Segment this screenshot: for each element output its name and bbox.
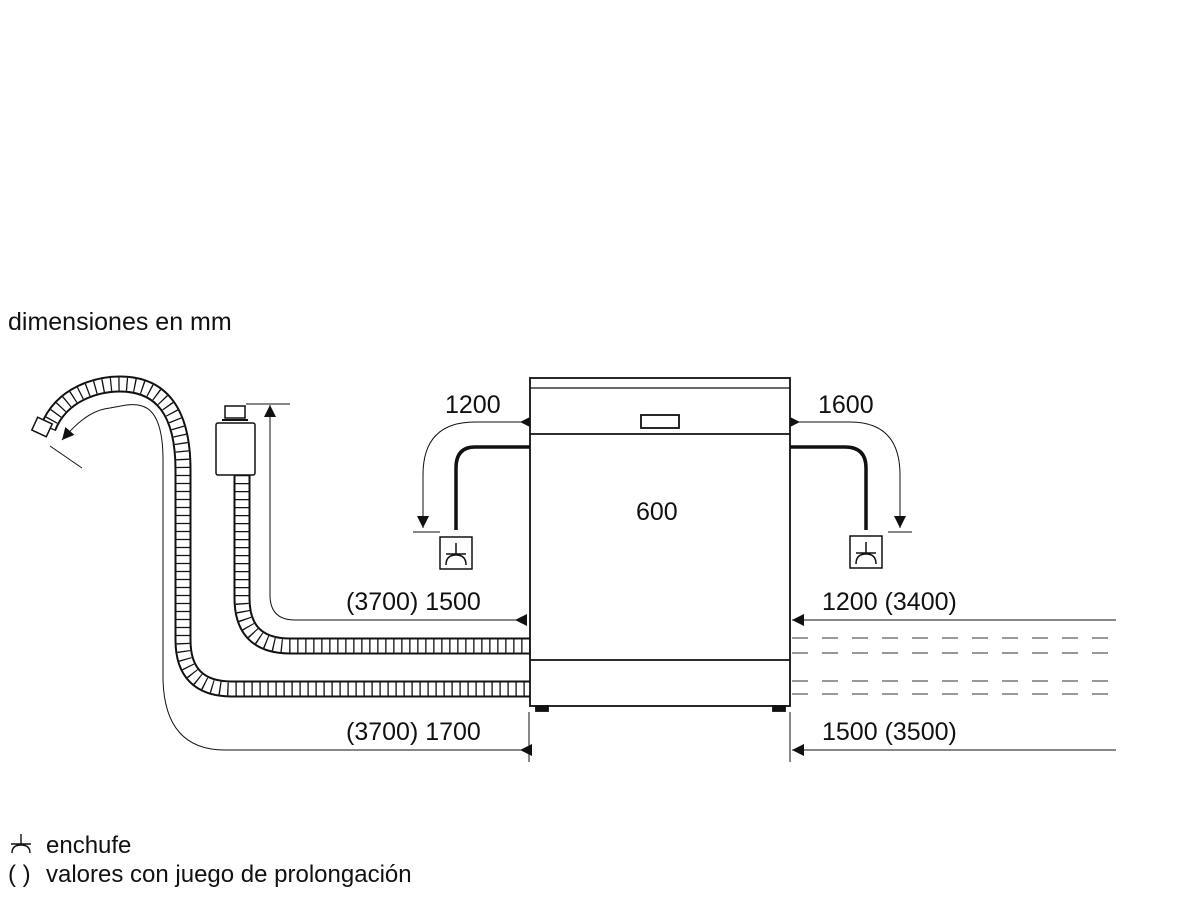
left-cable-length-line (417, 421, 528, 528)
legend-socket-icon (11, 834, 31, 854)
foot (772, 705, 786, 712)
inlet-connector-icon (224, 405, 246, 419)
socket-icon (439, 536, 473, 570)
right-hose-dashed-lines (792, 637, 1116, 695)
drain-length-line (61, 404, 528, 751)
foot (535, 705, 549, 712)
left-drain-dimension: (3700) 1700 (346, 718, 481, 746)
legend-parentheses-symbol: ( ) (8, 861, 31, 888)
inlet-length-line (264, 405, 527, 621)
drain-hose-end-icon (30, 416, 54, 438)
inlet-hose (215, 405, 530, 655)
control-panel-display (640, 414, 680, 429)
right-inlet-dimension: 1200 (3400) (822, 588, 957, 616)
left-cable-dimension: 1200 (445, 391, 501, 419)
right-drain-dimension: 1500 (3500) (822, 718, 957, 746)
legend-socket-label: enchufe (46, 832, 131, 859)
aquastop-valve-icon (215, 422, 256, 476)
right-cable-length-line (792, 421, 906, 528)
legend-parentheses-label: valores con juego de prolongación (46, 861, 412, 888)
socket-icon (849, 535, 883, 569)
width-dimension: 600 (636, 498, 678, 526)
right-cable-dimension: 1600 (818, 391, 874, 419)
power-cables (454, 445, 868, 530)
left-inlet-dimension: (3700) 1500 (346, 588, 481, 616)
units-note: dimensiones en mm (8, 308, 232, 336)
dishwasher-front (529, 377, 791, 712)
drain-hose (30, 375, 530, 698)
legend: enchufe ( ) valores con juego de prolong… (8, 832, 412, 888)
